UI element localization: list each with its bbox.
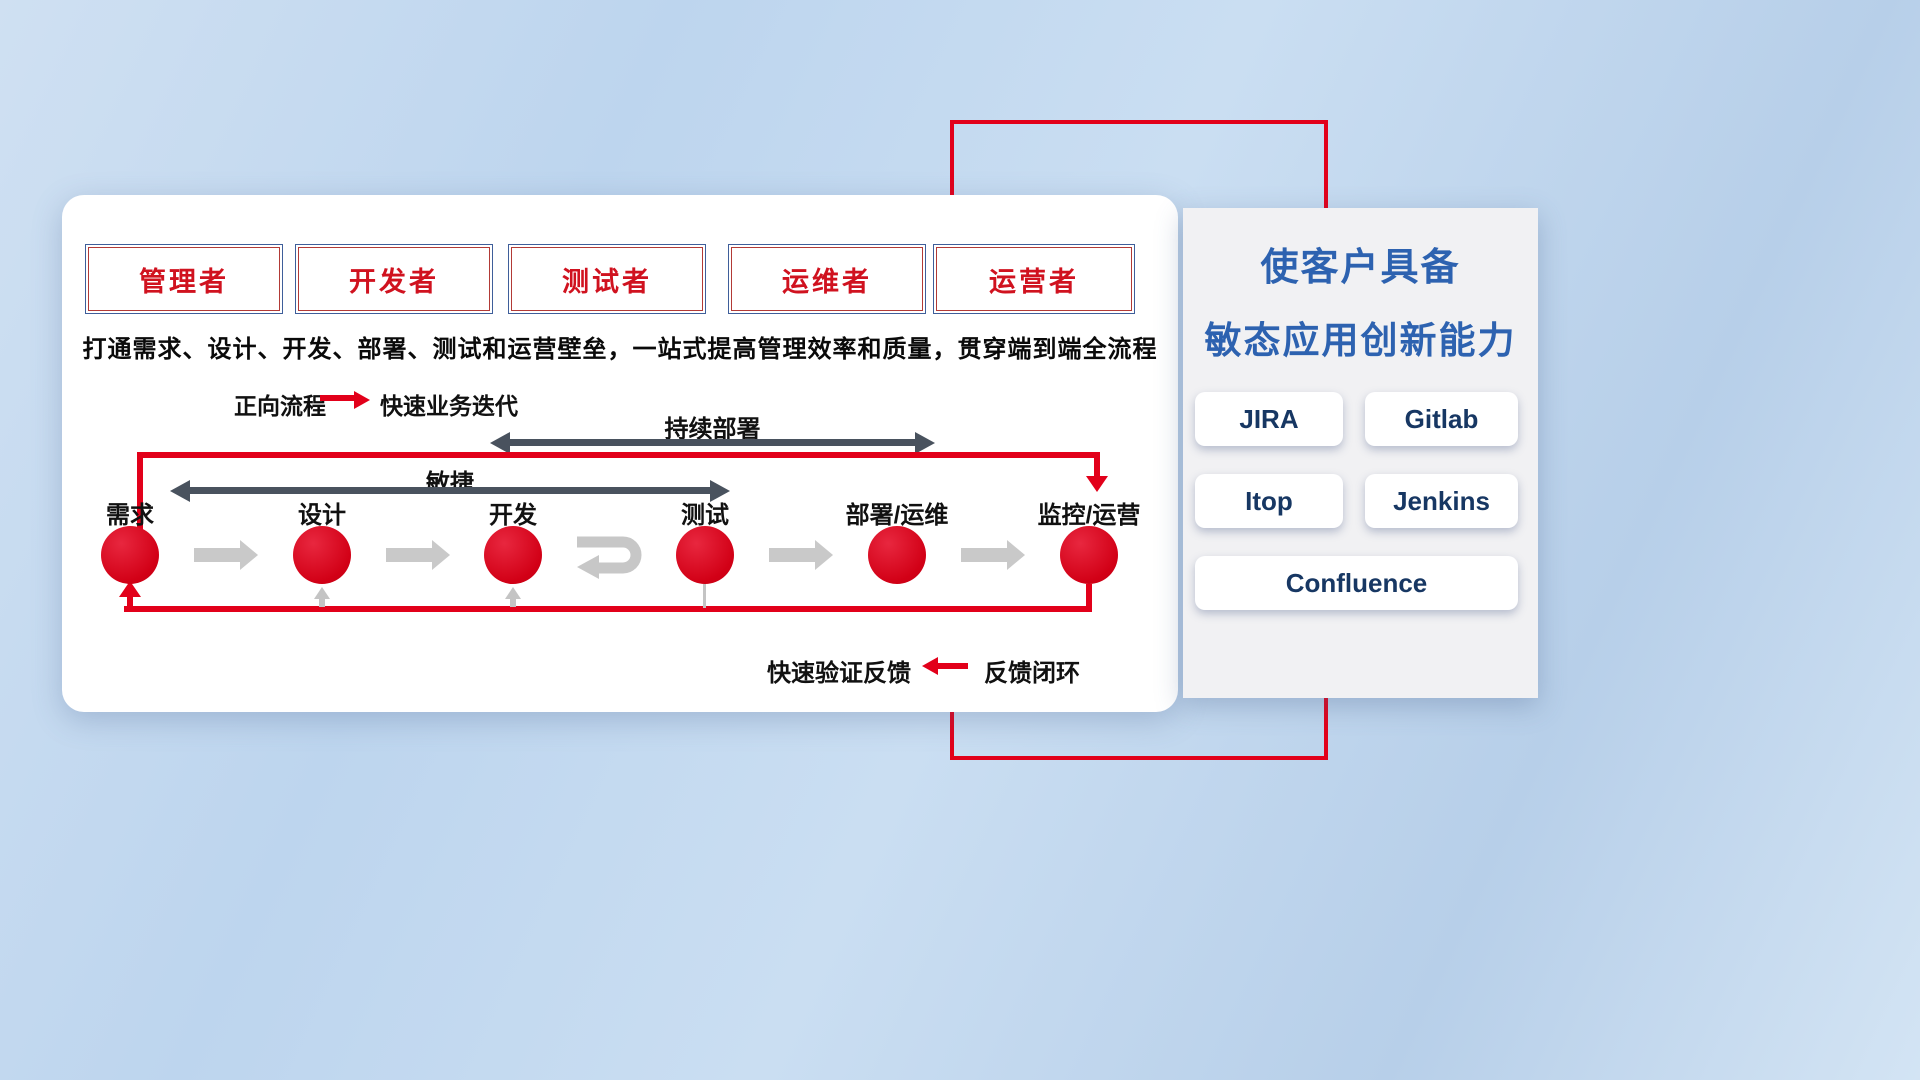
feedback-loop-bottom-line (124, 606, 1092, 612)
stage-label-testing: 测试 (681, 502, 729, 529)
arrowhead-right-icon (432, 540, 450, 570)
role-label: 开发者 (349, 266, 439, 297)
devops-flow-panel: 管理者 开发者 测试者 运维者 运营者 打通需求、设计、开发、部署、测试和运营壁… (62, 195, 1178, 712)
role-box-manager: 管理者 (85, 244, 283, 314)
role-box-developer: 开发者 (295, 244, 493, 314)
role-label: 运维者 (782, 266, 872, 297)
role-label: 运营者 (989, 266, 1079, 297)
arrowhead-left-icon (170, 480, 190, 502)
stage-node-monitor-ops (1060, 526, 1118, 584)
continuous-deployment-arrow (490, 432, 935, 454)
feedback-loop-label: 反馈闭环 (984, 660, 1080, 687)
role-label: 管理者 (139, 266, 229, 297)
tool-jenkins: Jenkins (1365, 474, 1518, 528)
arrowhead-right-icon (1007, 540, 1025, 570)
arrow-stem (510, 597, 516, 607)
stage-node-testing (676, 526, 734, 584)
arrowhead-right-icon (815, 540, 833, 570)
fast-feedback-label: 快速验证反馈 (767, 660, 911, 687)
testing-feedback-connector (703, 584, 706, 608)
forward-loop-right-drop (1094, 452, 1100, 478)
tool-itop: Itop (1195, 474, 1343, 528)
capability-panel: 使客户具备 敏态应用创新能力 JIRA Gitlab Itop Jenkins … (1183, 208, 1538, 698)
feedback-up-arrow-icon (314, 587, 330, 599)
stage-node-design (293, 526, 351, 584)
tool-jira: JIRA (1195, 392, 1343, 446)
role-box-operator: 运营者 (933, 244, 1135, 314)
arrow-stem (194, 548, 242, 562)
iteration-loop-icon (577, 536, 642, 579)
feedback-loop-left-riser (127, 596, 133, 608)
stage-label-development: 开发 (489, 502, 537, 529)
flow-arrow-icon (961, 540, 1025, 570)
forward-loop-top-line (137, 452, 1100, 458)
arrowhead-right-icon (710, 480, 730, 502)
flow-arrow-icon (194, 540, 258, 570)
arrow-stem (186, 487, 714, 494)
stage-label-requirements: 需求 (106, 502, 154, 529)
feedback-loop-right-drop (1086, 584, 1092, 610)
continuous-deployment-label: 持续部署 (664, 416, 761, 443)
stage-label-monitor-ops: 监控/运营 (1037, 502, 1141, 529)
role-label: 测试者 (562, 266, 652, 297)
arrow-stem (769, 548, 817, 562)
arrow-stem (961, 548, 1009, 562)
stage-node-development (484, 526, 542, 584)
stage-label-deploy-ops: 部署/运维 (845, 502, 949, 529)
process-description: 打通需求、设计、开发、部署、测试和运营壁垒，一站式提高管理效率和质量，贯穿端到端… (82, 336, 1158, 363)
arrowhead-right-icon (240, 540, 258, 570)
role-box-tester: 测试者 (508, 244, 706, 314)
forward-flow-label: 正向流程 (234, 393, 326, 419)
stage-node-requirements (101, 526, 159, 584)
stage-label-design: 设计 (298, 502, 346, 529)
flow-arrow-icon (769, 540, 833, 570)
arrow-stem (506, 439, 919, 446)
arrow-left-icon (922, 657, 938, 675)
role-box-ops: 运维者 (728, 244, 926, 314)
arrowhead-left-icon (490, 432, 510, 454)
tool-confluence: Confluence (1195, 556, 1518, 610)
arrow-stem (320, 395, 356, 401)
feedback-up-arrow-icon (505, 587, 521, 599)
arrow-stem (386, 548, 434, 562)
arrow-up-icon (119, 581, 141, 597)
forward-flow-desc: 快速业务迭代 (380, 393, 518, 419)
forward-loop-left-riser (137, 452, 143, 530)
arrow-right-icon (354, 391, 370, 409)
agile-arrow (170, 480, 730, 502)
tool-gitlab: Gitlab (1365, 392, 1518, 446)
arrowhead-right-icon (915, 432, 935, 454)
panel-title-line1: 使客户具备 (1260, 247, 1461, 289)
stage-node-deploy-ops (868, 526, 926, 584)
panel-title-line2: 敏态应用创新能力 (1204, 320, 1517, 361)
flow-arrow-icon (386, 540, 450, 570)
arrow-stem (938, 663, 968, 669)
arrow-down-icon (1086, 476, 1108, 492)
arrow-stem (319, 597, 325, 607)
